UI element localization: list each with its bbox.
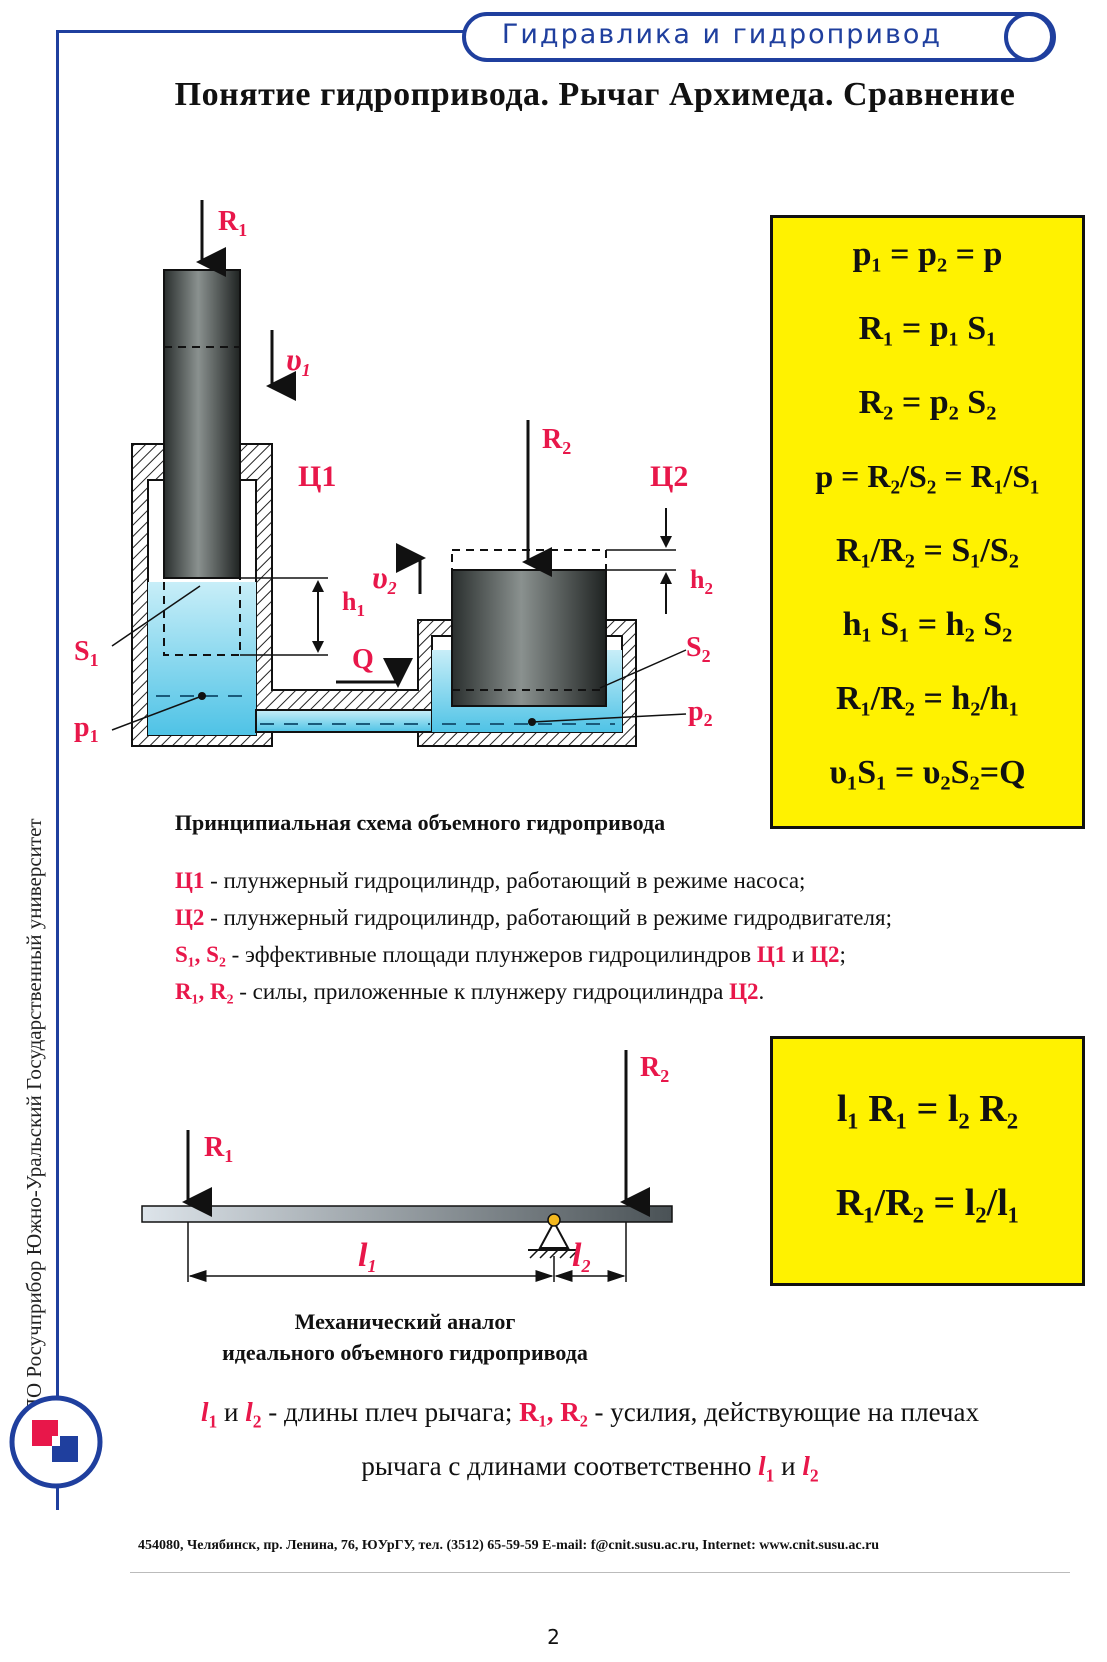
lever-formula-2: R₁/R₂ = l₂/l₁ (835, 1182, 1020, 1224)
label-v2: υ2 (372, 559, 397, 598)
lever-label-l1: l1 (358, 1237, 376, 1276)
formula-5: R₁/R₂ = S₁/S₂ (836, 532, 1019, 569)
lever-diagram: R1 R2 l1 l2 (141, 1050, 673, 1282)
lever-label-l2: l2 (572, 1237, 590, 1276)
label-C1: Ц1 (298, 460, 336, 493)
label-h2: h2 (690, 565, 713, 598)
label-p1: p1 (74, 712, 99, 746)
formula-8: υ₁S₁ = υ₂S₂=Q (829, 754, 1026, 791)
label-R2: R2 (542, 424, 571, 458)
formula-1: p₁ = p₂ = p (852, 236, 1003, 273)
footer-rule (130, 1572, 1070, 1573)
left-margin-rule (56, 30, 59, 1510)
formula-7: R₁/R₂ = h₂/h₁ (836, 680, 1019, 717)
lever-caption-line1: Механический аналог (294, 1309, 516, 1334)
legend-item-r: R₁, R₂ - силы, приложенные к плунжеру ги… (175, 979, 765, 1004)
logo-icon (9, 1395, 103, 1489)
label-S2: S2 (686, 632, 711, 666)
legend-item-c1: Ц1 - плунжерный гидроцилиндр, работающий… (175, 868, 806, 893)
lever-label-R1: R1 (204, 1132, 233, 1166)
lever-description-line1: l1 и l2 - длины плеч рычага; R₁, R₂ - ус… (201, 1397, 979, 1432)
page-number: 2 (547, 1625, 560, 1649)
label-v1: υ1 (286, 341, 311, 380)
formula-3: R₂ = p₂ S₂ (858, 384, 997, 421)
lever-description-line2: рычага с длинами соответственно l1 и l2 (361, 1451, 819, 1486)
header-end-circle (1004, 12, 1054, 62)
footer-address: 454080, Челябинск, пр. Ленина, 76, ЮУрГУ… (138, 1538, 880, 1553)
formula-box-1: p₁ = p₂ = p R₁ = p₁ S₁ R₂ = p₂ S₂ p = R₂… (770, 215, 1085, 829)
label-S1: S1 (74, 636, 99, 670)
label-C2: Ц2 (650, 460, 688, 493)
label-Q: Q (352, 644, 374, 675)
hydraulic-drive-diagram: R1 R2 υ1 υ2 Ц1 Ц2 h1 h2 S1 S2 p1 p2 Q (74, 200, 713, 747)
label-R1: R1 (218, 206, 247, 240)
legend-item-s: S₁, S₂ - эффективные площади плунжеров г… (175, 942, 846, 967)
lever-description: l1 и l2 - длины плеч рычага; R₁, R₂ - ус… (130, 1390, 1050, 1499)
legend-item-c2: Ц2 - плунжерный гидроцилиндр, работающий… (175, 905, 892, 930)
formula-4: p = R₂/S₂ = R₁/S₁ (815, 458, 1040, 494)
header-frame (462, 12, 1056, 62)
label-h1: h1 (342, 587, 365, 620)
page-title: Понятие гидропривода. Рычаг Архимеда. Ср… (174, 76, 1016, 113)
header-rule (56, 30, 476, 33)
formula-6: h₁ S₁ = h₂ S₂ (842, 606, 1013, 643)
legend: Ц1 - плунжерный гидроцилиндр, работающий… (175, 862, 995, 1010)
formula-2: R₁ = p₁ S₁ (858, 310, 997, 347)
side-caption-text: РНПО Росучприбор Южно-Уральский Государс… (22, 818, 46, 1440)
formula-box-2: l₁ R₁ = l₂ R₂ R₁/R₂ = l₂/l₁ (770, 1036, 1085, 1286)
lever-formula-1: l₁ R₁ = l₂ R₂ (836, 1088, 1019, 1130)
diagram1-caption: Принципиальная схема объемного гидроприв… (174, 810, 666, 835)
label-p2: p2 (688, 696, 713, 730)
lever-caption-line2: идеального объемного гидропривода (222, 1340, 588, 1365)
section-title: Гидравлика и гидропривод (501, 19, 943, 50)
lever-caption: Механический аналог идеального объемного… (140, 1306, 670, 1368)
lever-label-R2: R2 (640, 1052, 669, 1086)
